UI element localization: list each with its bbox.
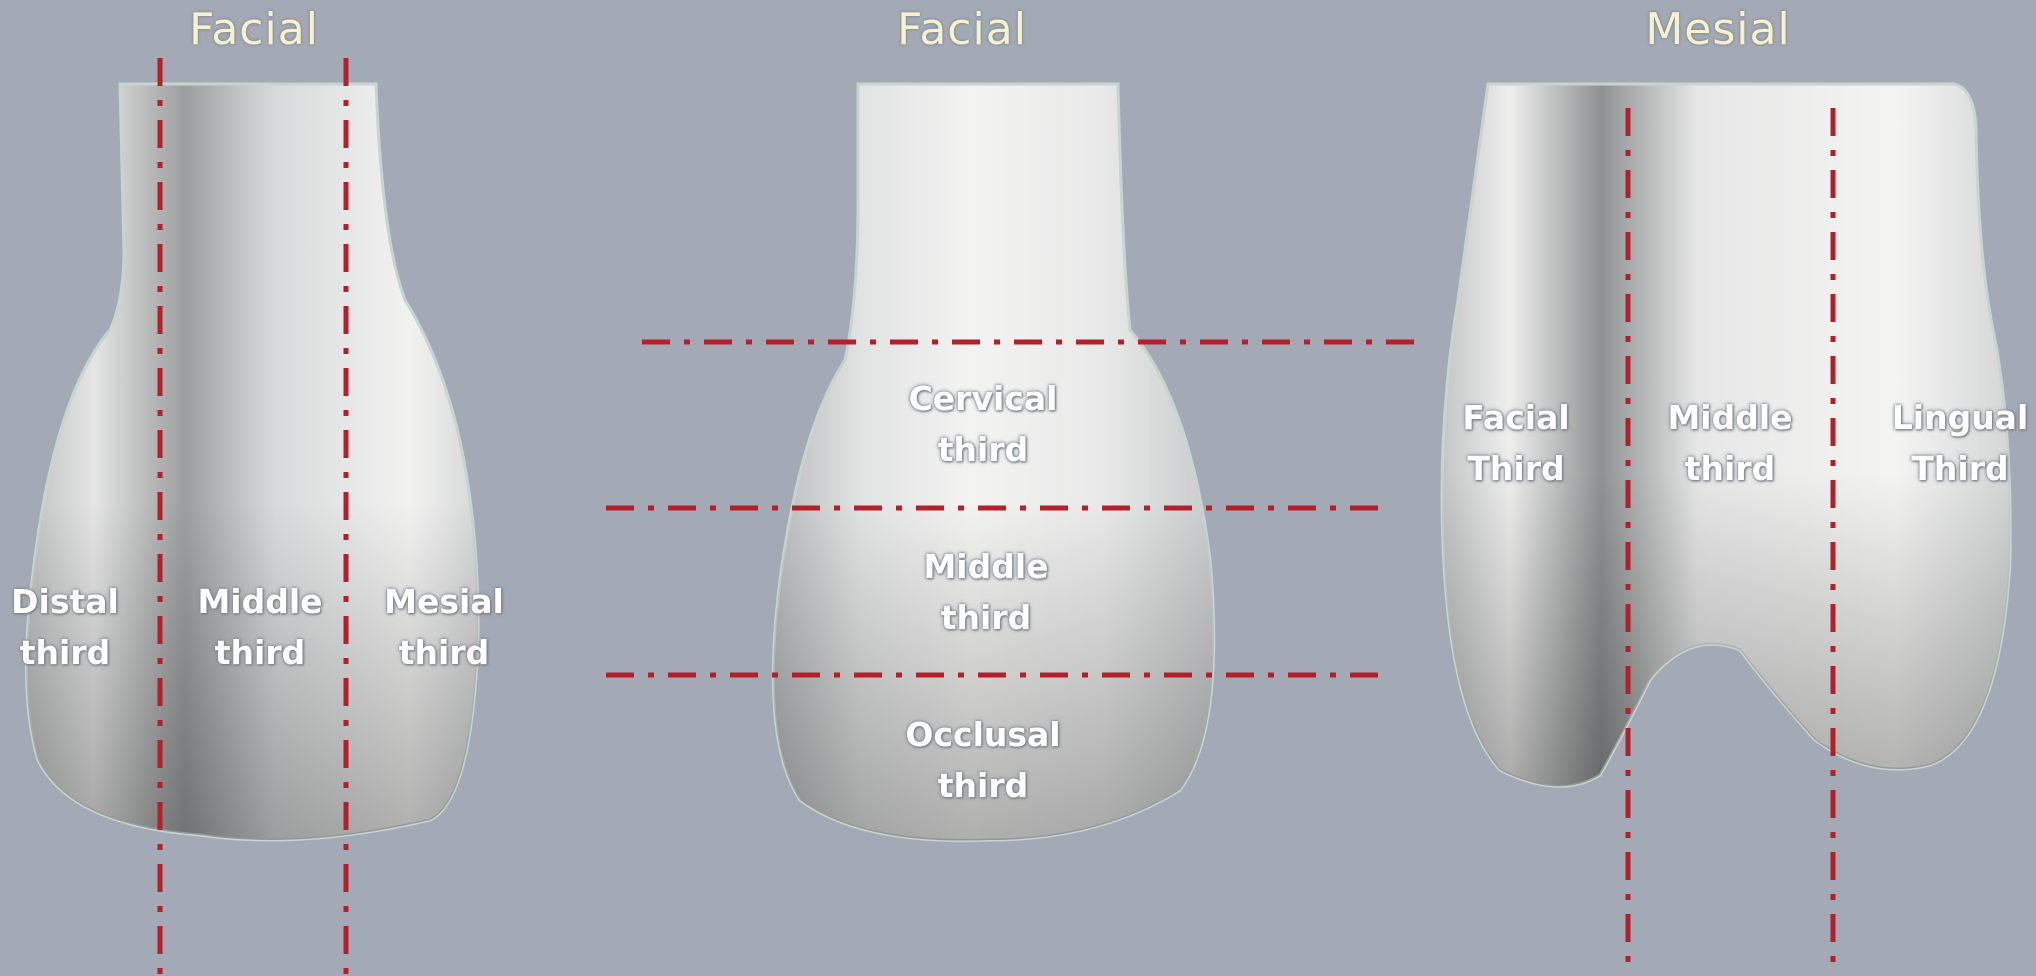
region-label-facial-third: Facial Third	[1426, 392, 1606, 494]
region-label-occlusal-third: Occlusal third	[893, 709, 1073, 811]
region-label-middle-third-right: Middle third	[1640, 392, 1820, 494]
region-label-lingual-third: Lingual Third	[1870, 392, 2036, 494]
region-label-mesial-third: Mesial third	[354, 576, 534, 678]
region-label-cervical-third: Cervical third	[893, 373, 1073, 475]
view-title-right: Mesial	[1518, 4, 1918, 55]
view-title-center: Facial	[762, 4, 1162, 55]
view-title-left: Facial	[54, 4, 454, 55]
region-label-middle-third-center: Middle third	[896, 541, 1076, 643]
region-label-middle-third-left: Middle third	[170, 576, 350, 678]
tooth-facial-view-left	[26, 84, 478, 840]
region-label-distal-third: Distal third	[0, 576, 155, 678]
